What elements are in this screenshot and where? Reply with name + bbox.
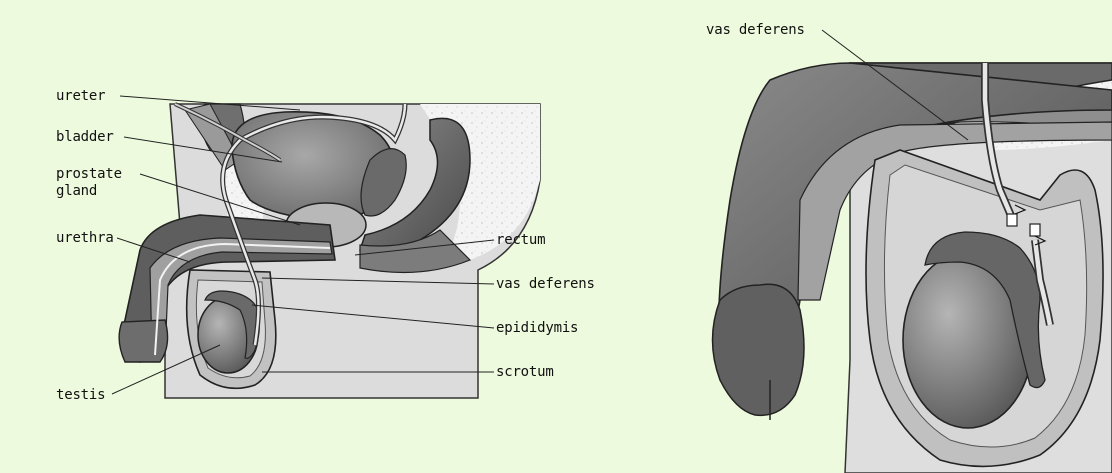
- label-ureter: ureter: [56, 88, 105, 104]
- label-vas-deferens-right: vas deferens: [706, 22, 805, 38]
- label-prostate-line1: prostate: [56, 166, 122, 182]
- label-epididymis: epididymis: [496, 320, 578, 336]
- label-rectum: rectum: [496, 232, 545, 248]
- label-urethra: urethra: [56, 230, 114, 246]
- label-vas-deferens-left: vas deferens: [496, 276, 595, 292]
- label-scrotum: scrotum: [496, 364, 554, 380]
- left-sagittal-view: [119, 104, 540, 398]
- label-testis: testis: [56, 387, 105, 403]
- right-closeup-view: [713, 63, 1112, 473]
- label-prostate-line2: gland: [56, 183, 97, 199]
- label-bladder: bladder: [56, 129, 114, 145]
